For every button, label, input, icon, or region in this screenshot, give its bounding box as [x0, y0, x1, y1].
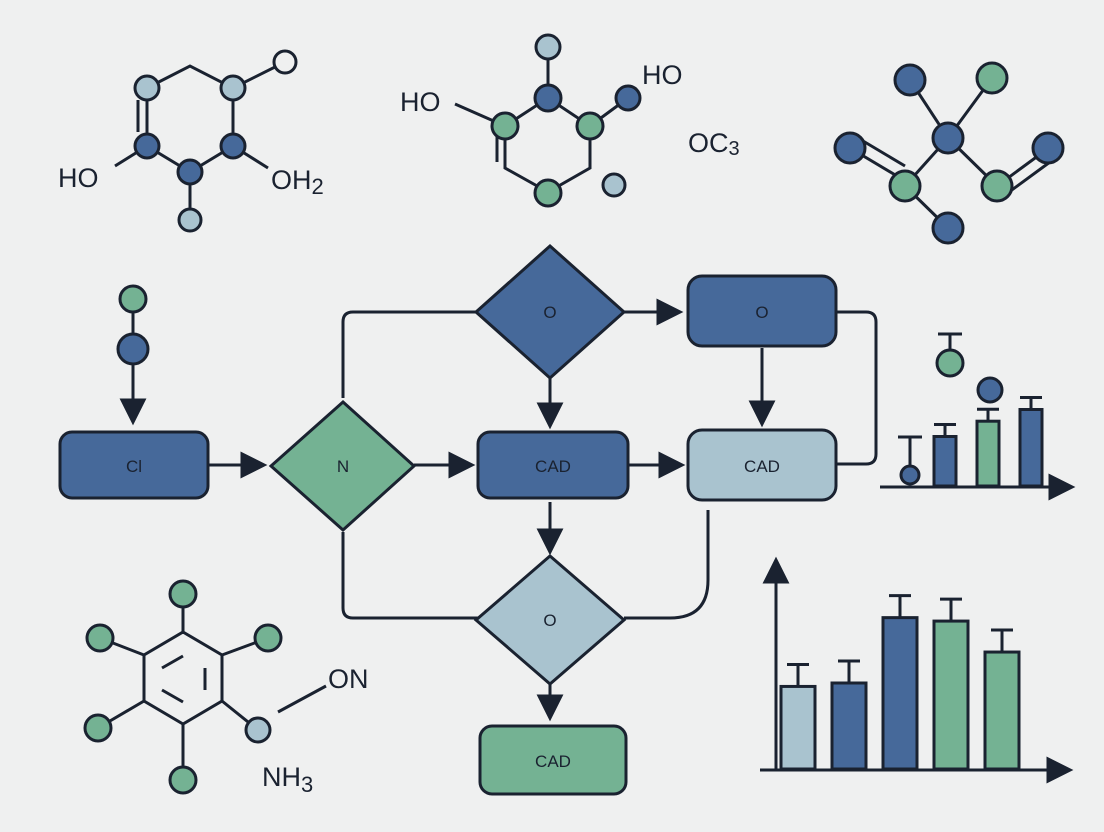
chart-small-bar-3 — [1018, 408, 1044, 488]
atom — [168, 765, 198, 795]
atom — [899, 464, 921, 486]
label-cad-right: CAD — [744, 457, 780, 476]
box-top-right[interactable] — [686, 274, 838, 348]
atom — [976, 376, 1004, 404]
atom — [1031, 131, 1065, 165]
label-ho-top-middle: HO — [400, 87, 441, 117]
diamond-n[interactable] — [268, 399, 417, 533]
chart-small-bar-1 — [932, 435, 958, 488]
atom — [601, 172, 627, 198]
connector-cad-right-down — [624, 510, 710, 620]
chart-large-bar-4 — [932, 619, 970, 771]
atom — [118, 284, 148, 314]
atom — [888, 169, 922, 203]
atom — [975, 61, 1009, 95]
diamond-top[interactable] — [473, 243, 627, 381]
flowchart-nodes — [58, 243, 838, 796]
label-oh2: OH2 — [271, 165, 324, 199]
atom — [272, 49, 298, 75]
chart-large-bar-2 — [830, 681, 868, 771]
atom — [177, 207, 203, 233]
chart-large-bar-5 — [983, 650, 1021, 771]
atom — [176, 158, 204, 186]
chart-small-bar-2 — [975, 419, 1001, 488]
atom — [219, 74, 247, 102]
chart-large — [760, 556, 1074, 784]
atom — [533, 178, 563, 208]
box-cad-middle[interactable] — [476, 430, 630, 500]
atom — [133, 74, 161, 102]
molecule-top-middle-atoms — [490, 33, 642, 208]
label-o-top-diamond: O — [543, 303, 556, 322]
label-cad-middle: CAD — [535, 457, 571, 476]
atom — [253, 623, 283, 653]
atom — [116, 332, 150, 366]
atom — [168, 579, 198, 609]
label-o-top-box: O — [755, 303, 768, 322]
flowchart-labels: Cl N O O CAD CAD O CAD — [126, 303, 780, 771]
molecule-bottom-left — [97, 594, 327, 780]
chart-large-bar-1 — [779, 684, 817, 771]
atom — [893, 63, 927, 97]
atom — [931, 211, 965, 245]
chart-small-markers — [898, 332, 1004, 486]
label-nh3: NH3 — [262, 762, 313, 797]
atom — [133, 132, 161, 160]
input-chain — [116, 284, 150, 426]
box-cl[interactable] — [58, 430, 210, 500]
atom — [575, 111, 605, 141]
diamond-bottom[interactable] — [473, 554, 627, 686]
atom — [833, 131, 867, 165]
connector-n-up — [341, 310, 478, 398]
label-cl: Cl — [126, 457, 142, 476]
label-ho-top-left: HO — [58, 163, 99, 193]
molecule-top-right-atoms — [833, 61, 1065, 245]
atom — [219, 132, 247, 160]
label-on: ON — [328, 664, 369, 694]
atom — [244, 716, 272, 744]
label-ho-top-middle-right: HO — [642, 60, 683, 90]
atom — [490, 111, 520, 141]
box-cad-right[interactable] — [686, 428, 838, 502]
atom — [931, 121, 965, 155]
molecule-top-left-atoms — [133, 49, 298, 233]
molecule-bottom-left-atoms — [83, 579, 283, 795]
atom — [533, 83, 563, 113]
label-cad-bottom: CAD — [535, 752, 571, 771]
atom — [614, 84, 642, 112]
atom — [980, 169, 1014, 203]
atom — [83, 713, 113, 743]
label-o-bottom-diamond: O — [543, 611, 556, 630]
connector-box-loop — [836, 310, 878, 466]
atom — [534, 33, 562, 61]
chart-small — [880, 396, 1076, 501]
chart-large-bar-3 — [881, 616, 919, 771]
connector-n-down — [341, 532, 478, 620]
label-oc3: OC3 — [688, 128, 740, 160]
flowchart-connectors — [208, 298, 878, 722]
atom — [85, 623, 115, 653]
box-cad-bottom[interactable] — [478, 724, 628, 796]
label-n: N — [337, 457, 349, 476]
atom — [935, 348, 965, 378]
